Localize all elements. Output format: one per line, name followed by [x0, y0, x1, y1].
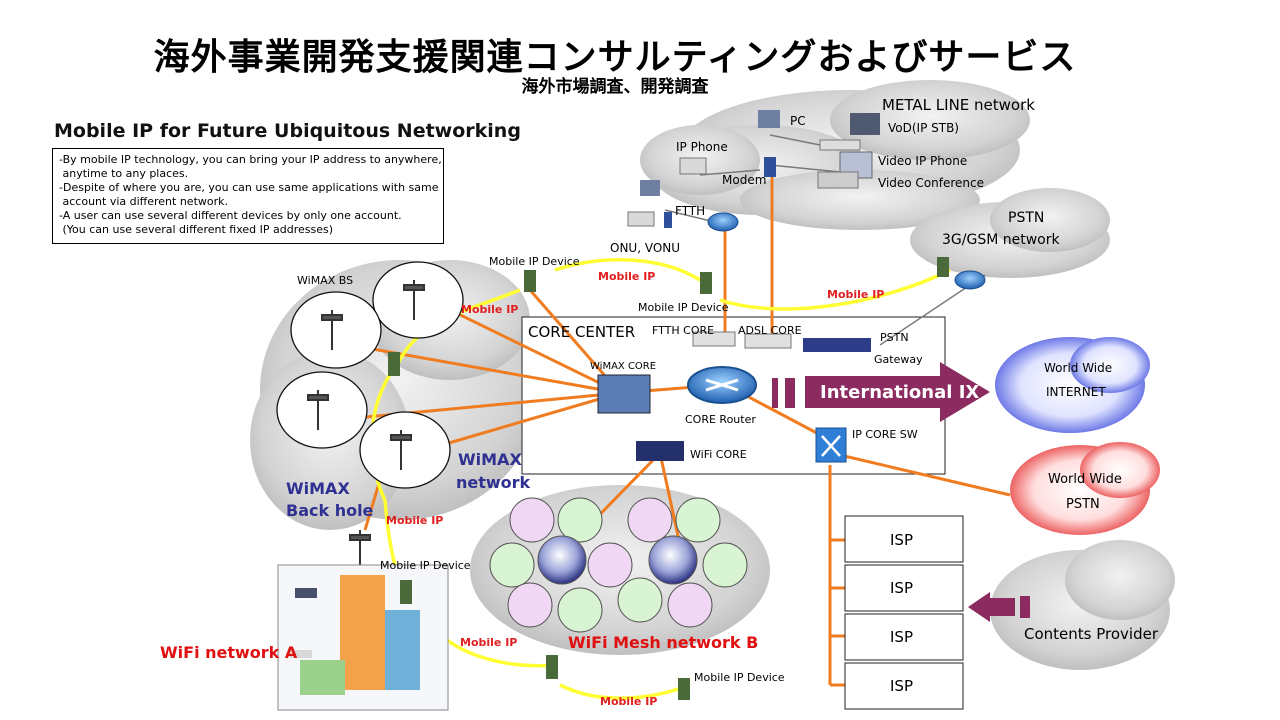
wifi-mesh-b-label: WiFi Mesh network B — [568, 633, 759, 652]
pstn-gateway-label: Gateway — [874, 353, 923, 366]
ip-phone-label: IP Phone — [676, 140, 728, 154]
mobile-ip-tag: Mobile IP — [600, 695, 658, 708]
wifi-core-label: WiFi CORE — [690, 448, 747, 461]
isp-label: ISP — [890, 677, 913, 695]
video-ip-phone-label: Video IP Phone — [878, 154, 968, 168]
wimax-bs-label: WiMAX BS — [297, 274, 354, 287]
video-conference-label: Video Conference — [878, 176, 985, 190]
wimax-backhole-label: WiMAX — [286, 479, 350, 498]
gsm-network-label: 3G/GSM network — [942, 232, 1060, 248]
wimax-core-label: WiMAX CORE — [590, 361, 657, 372]
pstn-cloud — [910, 188, 1110, 278]
international-ix-arrow — [772, 362, 990, 422]
wimax-bs-cells — [276, 261, 464, 489]
wimax-network-label: WiMAX — [458, 450, 522, 469]
description-line: -Despite of where you are, you can use s… — [59, 181, 439, 194]
wifi-mesh-cells — [489, 497, 748, 633]
isp-label: ISP — [890, 531, 913, 549]
device-icons — [388, 110, 949, 700]
world-pstn-label: World Wide — [1048, 472, 1122, 487]
ip-core-sw-label: IP CORE SW — [852, 428, 918, 441]
router-icon — [687, 212, 986, 404]
isp-boxes — [844, 515, 964, 710]
pc-label: PC — [790, 114, 806, 128]
world-pstn-cloud — [1010, 442, 1160, 535]
ftth-label: FTTH — [675, 204, 706, 218]
internet-label: INTERNET — [1046, 385, 1106, 399]
description-line: -By mobile IP technology, you can bring … — [59, 153, 442, 166]
vod-label: VoD(IP STB) — [888, 121, 959, 135]
mobile-ip-heading: Mobile IP for Future Ubiquitous Networki… — [54, 120, 521, 142]
mobile-ip-tag: Mobile IP — [461, 303, 519, 316]
mobile-ip-tag: Mobile IP — [460, 636, 518, 649]
mobile-ip-tag: Mobile IP — [827, 288, 885, 301]
description-line: anytime to any places. — [59, 167, 189, 180]
ip-core-sw-icon — [815, 427, 847, 463]
mobile-ip-device-label: Mobile IP Device — [694, 671, 785, 684]
mobile-ip-device-label: Mobile IP Device — [489, 255, 580, 268]
internet-label: World Wide — [1044, 361, 1113, 375]
ftth-core-label: FTTH CORE — [652, 324, 715, 337]
pstn-gateway-label: PSTN — [880, 331, 909, 344]
isp-label: ISP — [890, 579, 913, 597]
core-center-label: CORE CENTER — [528, 323, 636, 341]
modem-label: Modem — [722, 173, 767, 187]
international-ix-label: International IX — [820, 382, 980, 403]
page-subtitle: 海外市場調査、開発調査 — [521, 77, 709, 97]
mobile-ip-device-label: Mobile IP Device — [380, 559, 471, 572]
wifi-network-a-label: WiFi network A — [160, 643, 298, 662]
contents-provider-label: Contents Provider — [1024, 625, 1158, 643]
wimax-tower-icon — [307, 280, 425, 570]
building-illustration — [277, 564, 449, 711]
adsl-core-label: ADSL CORE — [738, 324, 802, 337]
contents-provider-arrow — [968, 592, 1030, 622]
wimax-backhole-label: Back hole — [286, 501, 374, 520]
description-line: (You can use several different fixed IP … — [59, 223, 334, 236]
description-line: -A user can use several different device… — [59, 209, 402, 222]
isp-label: ISP — [890, 628, 913, 646]
world-pstn-label: PSTN — [1066, 497, 1100, 512]
description-line: account via different network. — [59, 195, 229, 208]
pstn-label: PSTN — [1008, 210, 1045, 226]
mobile-ip-device-label: Mobile IP Device — [638, 301, 729, 314]
core-router-label: CORE Router — [685, 413, 756, 426]
mobile-ip-tag: Mobile IP — [386, 514, 444, 527]
internet-cloud — [995, 337, 1150, 433]
onu-label: ONU, VONU — [610, 241, 681, 255]
page-title: 海外事業開発支援関連コンサルティングおよびサービス — [153, 37, 1077, 78]
contents-provider-cloud — [990, 540, 1175, 670]
mobile-ip-description: -By mobile IP technology, you can bring … — [52, 148, 444, 244]
mobile-ip-tag: Mobile IP — [598, 270, 656, 283]
metal-line-label: METAL LINE network — [882, 96, 1035, 114]
wimax-network-label: network — [456, 473, 531, 492]
